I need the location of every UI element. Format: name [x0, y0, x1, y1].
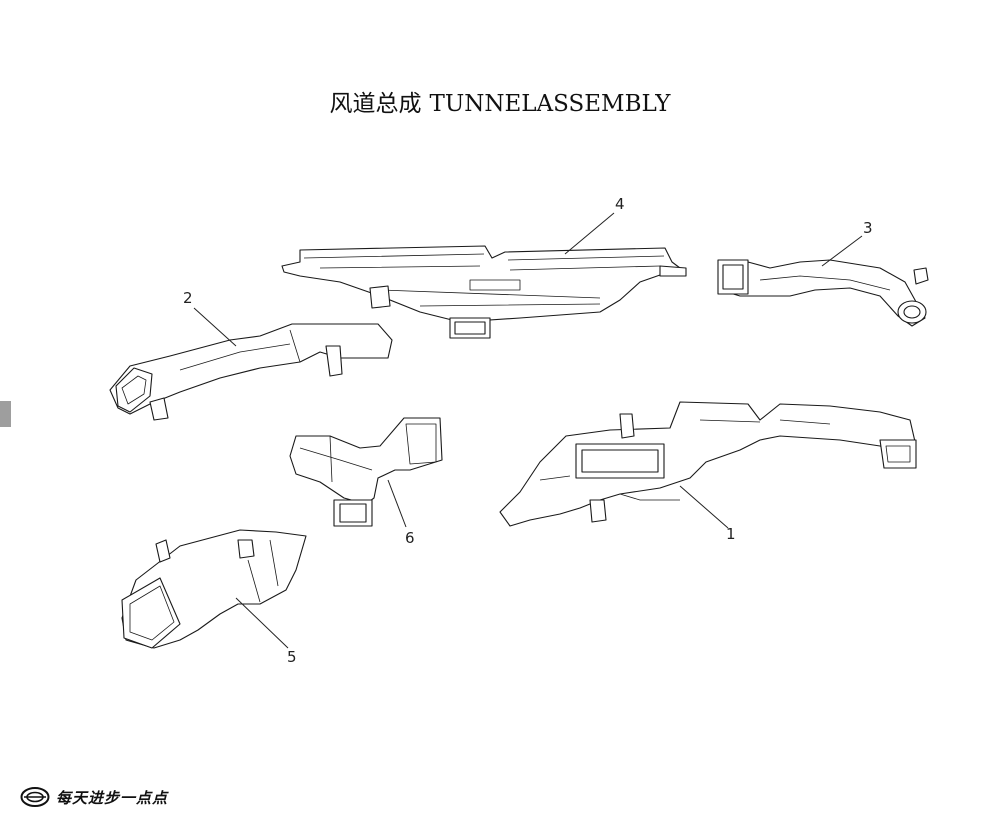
page-title: 风道总成 TUNNELASSEMBLY	[0, 84, 1000, 118]
part-2-duct	[109, 323, 393, 421]
part-4-tunnel	[281, 245, 687, 339]
leader-3	[821, 235, 863, 267]
title-zh: 风道总成	[329, 91, 422, 117]
brand-logo-icon	[20, 787, 50, 807]
callout-3: 3	[863, 219, 873, 237]
footer: 每天进步一点点	[20, 786, 168, 808]
callout-1: 1	[726, 525, 736, 543]
leader-4	[564, 212, 615, 255]
footer-slogan: 每天进步一点点	[56, 788, 169, 807]
callout-4: 4	[615, 195, 625, 213]
part-6-duct	[289, 417, 443, 527]
leader-2	[193, 307, 237, 347]
title-en: TUNNELASSEMBLY	[429, 91, 671, 117]
part-3-duct	[717, 259, 929, 327]
callout-5: 5	[287, 648, 297, 666]
callout-6: 6	[405, 529, 415, 547]
callout-2: 2	[183, 289, 193, 307]
part-1-duct	[499, 401, 917, 527]
leader-1	[679, 485, 729, 529]
leader-6	[387, 479, 407, 528]
leader-5	[235, 597, 289, 649]
part-5-duct	[121, 529, 307, 649]
side-tab[interactable]	[0, 401, 11, 427]
